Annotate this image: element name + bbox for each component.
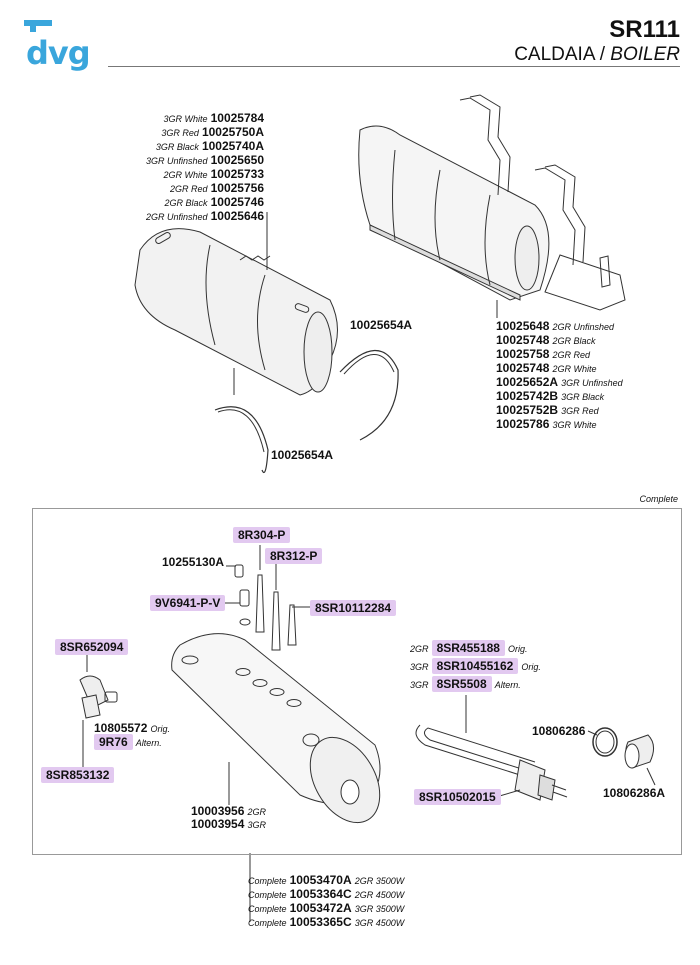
list-item: 2GR White 10025733 [163,167,264,181]
part-label-8r312p: 8R312-P [265,548,323,564]
ring-label-bottom: 10025654A [271,448,334,462]
left-casing-drawing [134,228,338,396]
list-item: 3GR Black 10025740A [155,139,264,153]
part-label-8sr10112284: 8SR10112284 [310,600,397,616]
part-label-8sr853132: 8SR853132 [41,767,115,783]
boiler-tank-drawing [171,633,381,824]
heating-element-drawing [415,724,568,801]
list-item: Complete 10053470A 2GR 3500W [248,873,405,887]
model-title: SR111 [609,16,680,43]
list-item: 2GR Red 10025756 [170,181,264,195]
list-item: 3GR 8SR5508 Altern. [410,676,521,692]
list-item: 3GR White 10025784 [163,111,264,125]
list-item: 2GR Black 10025746 [164,195,264,209]
right-casing-list: 10025648 2GR Unfinshed 10025748 2GR Blac… [496,320,623,432]
part-label-10003954: 10003954 3GR [191,817,266,831]
list-item: 10025648 2GR Unfinshed [496,319,614,333]
part-label-8r304p: 8R304-P [233,527,291,543]
list-item: 10025786 3GR White [496,417,597,431]
list-item: 10025742B 3GR Black [496,389,605,403]
list-item: 2GR 8SR455188 Orig. [410,640,528,656]
part-label-10805572: 10805572 Orig. [94,721,170,735]
section-subtitle: CALDAIA / BOILER [514,44,680,65]
part-label-9r76: 9R76 Altern. [94,734,162,750]
part-label-8sr10502015: 8SR10502015 [414,789,501,805]
dvg-logo [24,20,52,32]
list-item: 10025652A 3GR Unfinshed [496,375,623,389]
part-label-8sr652094: 8SR652094 [55,639,129,655]
list-item: Complete 10053364C 2GR 4500W [248,887,405,901]
complete-tag: Complete [639,494,678,504]
header-divider [108,66,680,67]
left-casing-list: 3GR White 10025784 3GR Red 10025750A 3GR… [122,112,264,224]
list-item: 10025748 2GR White [496,361,597,375]
right-casing-drawing [358,94,626,311]
part-label-9v6941pv: 9V6941-P-V [150,595,226,611]
boiler-assembly-frame [32,508,682,855]
complete-assembly-list: Complete 10053470A 2GR 3500W Complete 10… [248,874,404,930]
ring-label-top: 10025654A [350,318,413,332]
list-item: 10025748 2GR Black [496,333,596,347]
brand-name: dvg [26,34,91,72]
list-item: 3GR 8SR10455162 Orig. [410,658,541,674]
list-item: 10025752B 3GR Red [496,403,599,417]
part-label-10003956: 10003956 2GR [191,804,266,818]
part-label-10806286: 10806286 [532,724,586,738]
list-item: 2GR Unfinshed 10025646 [146,209,264,223]
list-item: Complete 10053365C 3GR 4500W [248,915,405,929]
element-options-list: 2GR 8SR455188 Orig. 3GR 8SR10455162 Orig… [410,640,541,696]
list-item: 3GR Red 10025750A [161,125,264,139]
part-label-10806286a: 10806286A [603,786,666,800]
list-item: Complete 10053472A 3GR 3500W [248,901,405,915]
list-item: 3GR Unfinshed 10025650 [146,153,264,167]
part-label-10255130a: 10255130A [162,555,225,569]
list-item: 10025758 2GR Red [496,347,590,361]
